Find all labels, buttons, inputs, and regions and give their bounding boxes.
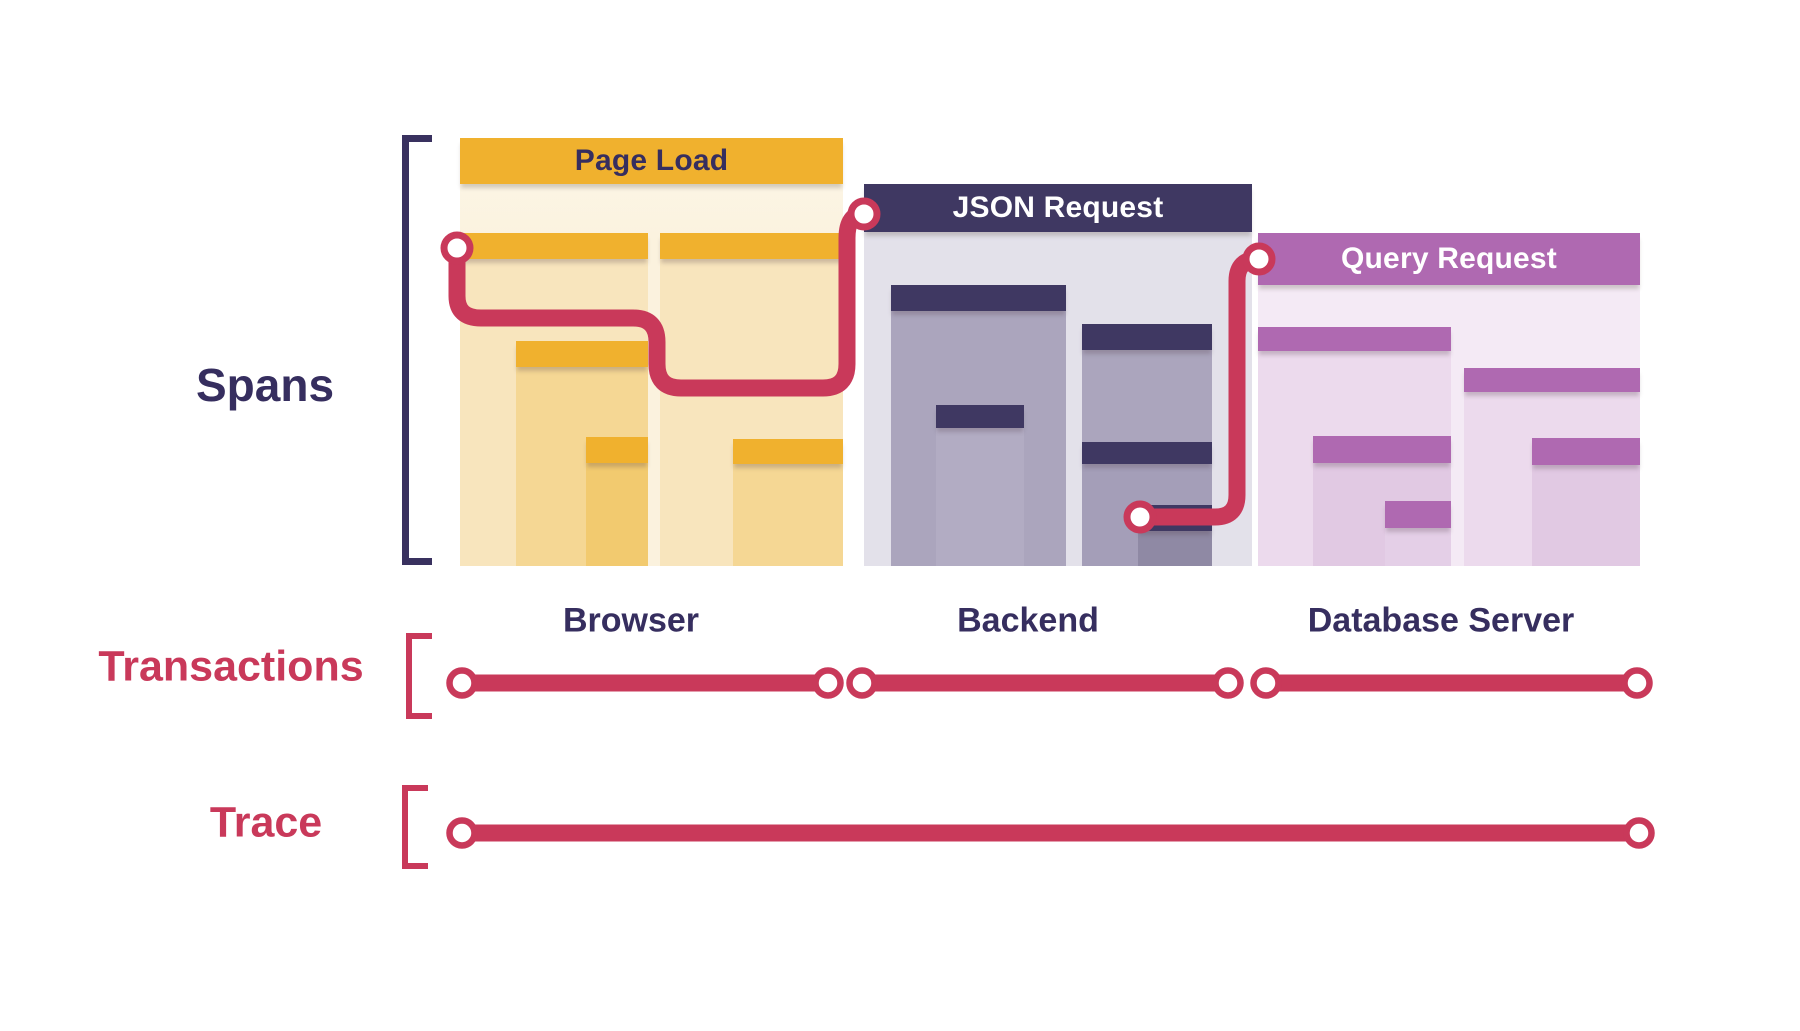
page-load-span-box [733, 439, 843, 566]
service-label-backend: Backend [957, 601, 1099, 640]
query-span-box [1532, 438, 1640, 566]
trace-node-start [446, 817, 478, 849]
transaction-node [812, 667, 844, 699]
span-header-bar [1532, 438, 1640, 465]
trace-node-end [1623, 817, 1655, 849]
span-header-bar [1313, 436, 1451, 463]
span-header-bar [891, 285, 1066, 311]
spans-row-label: Spans [195, 359, 335, 411]
spans-bracket [402, 135, 432, 565]
transaction-node [846, 667, 878, 699]
json-request-panel: JSON Request [864, 184, 1252, 566]
trace-bracket [402, 785, 428, 869]
page-load-span-box [586, 437, 648, 566]
json-span-box [936, 405, 1024, 566]
span-header-bar [733, 439, 843, 464]
transaction-node [1212, 667, 1244, 699]
span-header-bar [460, 233, 648, 259]
transaction-node [1250, 667, 1282, 699]
query-span-box [1385, 501, 1451, 566]
json-request-panel-header: JSON Request [864, 184, 1252, 232]
json-span-box [1138, 505, 1212, 566]
query-request-title: Query Request [1341, 242, 1557, 275]
query-request-panel: Query Request [1258, 233, 1640, 566]
json-request-title: JSON Request [952, 191, 1164, 224]
service-label-database-server: Database Server [1307, 601, 1575, 640]
page-load-panel: Page Load [460, 138, 843, 566]
span-header-bar [516, 341, 648, 367]
query-request-panel-header: Query Request [1258, 233, 1640, 285]
page-load-title: Page Load [574, 144, 729, 177]
span-header-bar [586, 437, 648, 463]
trace-row-label: Trace [209, 798, 323, 847]
span-header-bar [1258, 327, 1451, 351]
span-header-bar [1082, 442, 1212, 464]
span-header-bar [936, 405, 1024, 428]
transaction-node [446, 667, 478, 699]
span-header-bar [1138, 505, 1212, 531]
transaction-node [1621, 667, 1653, 699]
span-header-bar [1082, 324, 1212, 350]
page-load-panel-header: Page Load [460, 138, 843, 184]
span-header-bar [660, 233, 843, 259]
span-header-bar [1385, 501, 1451, 528]
transactions-row-label: Transactions [98, 642, 364, 691]
service-label-browser: Browser [562, 601, 700, 640]
transactions-bracket [406, 633, 432, 719]
span-header-bar [1464, 368, 1640, 392]
